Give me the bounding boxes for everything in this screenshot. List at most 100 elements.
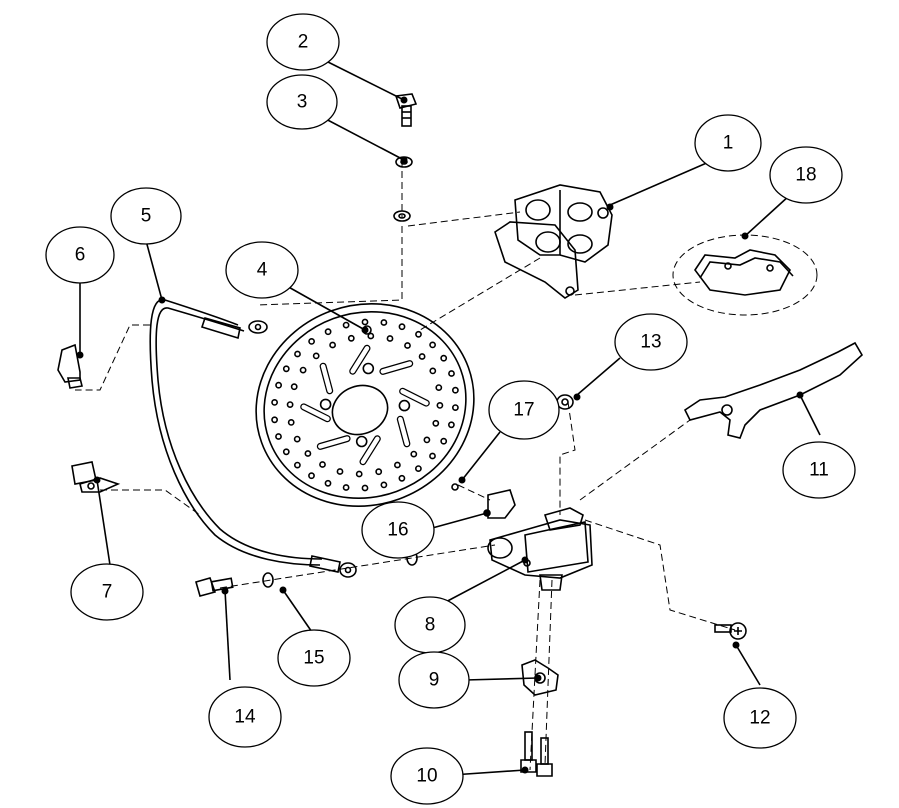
disc-vent-hole bbox=[429, 452, 436, 460]
callout-11: 11 bbox=[782, 441, 856, 499]
svg-text:16: 16 bbox=[387, 520, 408, 541]
disc-vent-hole bbox=[429, 341, 436, 349]
disc-cooling-slot bbox=[398, 416, 410, 447]
disc-vent-hole bbox=[410, 450, 418, 458]
callout-7: 7 bbox=[70, 563, 144, 621]
disc-vent-hole bbox=[282, 365, 290, 373]
screw-17 bbox=[451, 483, 459, 491]
callout-4: 4 bbox=[225, 241, 299, 299]
sealing-washer-15a bbox=[262, 572, 274, 588]
disc-vent-hole bbox=[329, 341, 336, 349]
svg-text:2: 2 bbox=[298, 32, 309, 53]
disc-vent-hole bbox=[423, 436, 431, 444]
disc-vent-hole bbox=[393, 461, 401, 469]
callout-17: 17 bbox=[488, 380, 560, 440]
brake-disc bbox=[255, 302, 475, 508]
disc-vent-hole bbox=[398, 474, 406, 482]
disc-vent-hole bbox=[342, 484, 350, 491]
svg-text:11: 11 bbox=[809, 460, 829, 481]
disc-vent-hole bbox=[380, 319, 388, 326]
disc-vent-hole bbox=[271, 416, 278, 424]
disc-vent-hole bbox=[286, 401, 294, 408]
disc-vent-hole bbox=[287, 418, 295, 426]
disc-vent-hole bbox=[336, 468, 344, 475]
disc-bolt-hole bbox=[398, 399, 411, 412]
lever-screw bbox=[714, 622, 747, 640]
disc-vent-hole bbox=[308, 472, 315, 480]
callout-6: 6 bbox=[45, 226, 115, 284]
disc-cooling-slot bbox=[301, 404, 330, 421]
disc-vent-hole bbox=[380, 481, 388, 489]
svg-text:6: 6 bbox=[75, 245, 86, 266]
disc-cooling-slot bbox=[380, 361, 412, 374]
disc-vent-hole bbox=[275, 381, 282, 389]
disc-vent-hole bbox=[294, 350, 301, 358]
disc-cooling-slot bbox=[400, 389, 429, 406]
clamp-bolt-right bbox=[536, 737, 553, 777]
disc-vent-hole bbox=[451, 386, 459, 394]
disc-vent-hole bbox=[448, 370, 455, 377]
disc-vent-hole bbox=[299, 366, 307, 374]
disc-vent-hole bbox=[271, 398, 278, 406]
disc-cooling-slot bbox=[350, 346, 370, 374]
svg-text:8: 8 bbox=[425, 615, 436, 636]
banjo-bolt bbox=[394, 93, 418, 127]
disc-cooling-slot bbox=[320, 363, 332, 394]
svg-text:1: 1 bbox=[723, 133, 734, 154]
callout-1: 1 bbox=[694, 114, 762, 172]
disc-bolt-hole bbox=[319, 398, 332, 411]
disc-vent-hole bbox=[440, 354, 448, 362]
leader-dots bbox=[76, 96, 804, 774]
disc-vent-hole bbox=[418, 353, 426, 360]
disc-vent-hole bbox=[312, 352, 320, 360]
svg-text:4: 4 bbox=[257, 260, 268, 281]
hose-clamp-upper bbox=[57, 343, 83, 389]
disc-vent-hole bbox=[361, 318, 369, 326]
disc-vent-hole bbox=[293, 461, 301, 469]
disc-vent-hole bbox=[451, 404, 459, 411]
svg-text:17: 17 bbox=[513, 400, 534, 421]
disc-vent-hole bbox=[319, 461, 326, 468]
disc-vent-hole bbox=[375, 468, 383, 476]
callout-8: 8 bbox=[394, 596, 466, 654]
svg-text:5: 5 bbox=[141, 206, 152, 227]
callout-3: 3 bbox=[266, 74, 338, 130]
disc-vent-hole bbox=[436, 401, 444, 409]
disc-vent-hole bbox=[447, 421, 455, 429]
disc-vent-hole bbox=[386, 335, 394, 342]
master-cylinder bbox=[487, 507, 593, 591]
callout-10: 10 bbox=[390, 747, 464, 805]
disc-vent-hole bbox=[398, 323, 406, 331]
disc-vent-hole bbox=[415, 330, 422, 338]
callout-18: 18 bbox=[769, 146, 843, 204]
sealing-washer-lower bbox=[393, 210, 411, 222]
disc-vent-hole bbox=[293, 435, 301, 443]
brake-hose bbox=[149, 299, 357, 578]
brake-pads bbox=[672, 234, 818, 316]
disc-vent-hole bbox=[304, 450, 312, 457]
callout-13: 13 bbox=[614, 313, 688, 371]
disc-bolt-hole bbox=[355, 435, 368, 448]
svg-text:14: 14 bbox=[234, 707, 256, 728]
callout-9: 9 bbox=[398, 651, 470, 709]
callout-2: 2 bbox=[266, 13, 340, 71]
callout-16: 16 bbox=[361, 501, 435, 559]
leader-lines bbox=[79, 57, 821, 776]
svg-text:3: 3 bbox=[297, 92, 308, 113]
disc-vent-hole bbox=[324, 479, 332, 487]
svg-text:10: 10 bbox=[416, 766, 437, 787]
svg-text:7: 7 bbox=[102, 582, 113, 603]
disc-vent-hole bbox=[432, 419, 440, 427]
disc-cooling-slot bbox=[360, 436, 380, 464]
svg-text:15: 15 bbox=[303, 648, 324, 669]
disc-bolt-hole bbox=[362, 362, 375, 375]
callout-12: 12 bbox=[723, 687, 797, 749]
svg-text:9: 9 bbox=[429, 670, 440, 691]
clamp-bolt-left bbox=[520, 731, 537, 773]
disc-vent-hole bbox=[404, 342, 411, 349]
disc-vent-hole bbox=[429, 367, 437, 375]
brake-caliper bbox=[494, 184, 613, 299]
brake-lever bbox=[683, 341, 864, 439]
svg-text:13: 13 bbox=[640, 332, 661, 353]
